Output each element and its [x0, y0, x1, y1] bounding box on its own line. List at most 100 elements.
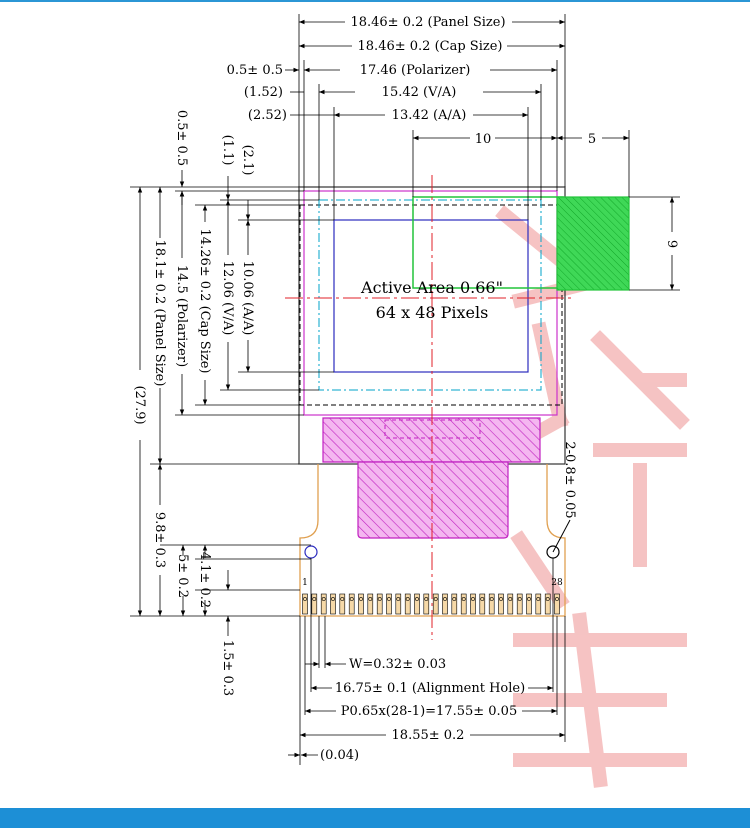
alignment-hole-leader: [552, 519, 571, 553]
dim-aa-offset: (2.52): [248, 108, 287, 123]
dim-aa-width: 13.42 (A/A): [392, 108, 467, 123]
pin-16: [442, 593, 448, 615]
green-hatched-zone: [556, 196, 630, 291]
pin-via-5: [340, 597, 345, 601]
pin-via-21: [489, 597, 494, 601]
pin-via-15: [433, 597, 438, 601]
active-area-label: Active Area 0.66": [360, 278, 503, 297]
cap-outline: [299, 204, 563, 406]
pin-20: [479, 593, 486, 615]
polarizer-outline: [303, 190, 558, 416]
pin-via-18: [461, 597, 466, 601]
pin-via-7: [359, 597, 363, 601]
pin-via-8: [368, 597, 373, 601]
active-area-outline: [333, 219, 529, 373]
dim-left-polarizer-offset: 0.5± 0.5: [174, 110, 189, 166]
pin-17: [451, 593, 458, 615]
dim-green-offset: 10: [475, 132, 492, 147]
pin-via-9: [377, 597, 382, 601]
dim-pin-width: W=0.32± 0.03: [349, 657, 446, 672]
dim-edge-offset: (0.04): [320, 748, 359, 763]
pin-row: [302, 593, 560, 615]
pin-2: [311, 593, 318, 615]
dim-left-pin-length: 1.5± 0.3: [220, 640, 235, 696]
pin-via-11: [396, 597, 401, 601]
dim-left-fpc: 9.8± 0.3: [152, 512, 167, 568]
dim-cap-width: 18.46± 0.2 (Cap Size): [358, 39, 503, 54]
bottom-dimension-lines: [288, 558, 566, 765]
pin-22: [498, 593, 504, 615]
top-dimensions: [285, 14, 630, 220]
fpc-window: [384, 419, 481, 439]
dim-left-polarizer: 14.5 (Polarizer): [174, 265, 189, 367]
dim-left-hole-height: 4.1± 0.2: [197, 552, 212, 608]
pin-19: [470, 593, 476, 615]
pin-via-10: [387, 597, 391, 601]
pin-via-4: [331, 597, 335, 601]
dim-left-aa-offset: (2.1): [240, 145, 255, 176]
dim-left-va-offset: (1.1): [220, 135, 235, 166]
pin-7: [358, 593, 364, 615]
dim-green-width: 5: [588, 132, 596, 147]
pin-4: [330, 593, 336, 615]
alignment-hole-left: [304, 545, 318, 559]
pin-24: [516, 593, 523, 615]
pin-25: [526, 593, 532, 615]
dim-alignment-hole-spacing: 16.75± 0.1 (Alignment Hole): [335, 681, 525, 696]
pin-13: [414, 593, 420, 615]
pin-via-24: [517, 597, 522, 601]
dim-left-total: (27.9): [132, 385, 147, 424]
pin-5: [339, 593, 346, 615]
pin-via-20: [480, 597, 485, 601]
pin-via-25: [527, 597, 531, 601]
header-rule: [0, 0, 750, 2]
pin-21: [488, 593, 495, 615]
pin-3: [320, 593, 327, 615]
pin-via-12: [405, 597, 410, 601]
dim-va-offset: (1.52): [244, 85, 283, 100]
pin-via-13: [415, 597, 419, 601]
dim-left-aa: 10.06 (A/A): [240, 261, 255, 336]
dim-alignment-hole-diameter: 2-0.8± 0.05: [562, 441, 577, 518]
pin-14: [423, 593, 430, 615]
pin-via-19: [471, 597, 475, 601]
pin-via-2: [312, 597, 317, 601]
dim-panel-width: 18.46± 0.2 (Panel Size): [350, 15, 505, 30]
dim-polarizer-width: 17.46 (Polarizer): [360, 63, 471, 78]
pin-via-3: [321, 597, 326, 601]
dim-green-height: 9: [664, 240, 679, 248]
pin-1: [302, 593, 308, 615]
dim-total-width: 18.55± 0.2: [392, 728, 465, 743]
pin-1-label: 1: [302, 578, 308, 588]
pin-via-16: [443, 597, 447, 601]
dim-left-hole-edge: 5± 0.2: [175, 554, 190, 598]
dim-left-cap: 14.26± 0.2 (Cap Size): [197, 229, 212, 374]
pin-18: [460, 593, 467, 615]
pin-via-23: [508, 597, 513, 601]
pin-via-14: [424, 597, 429, 601]
pin-28: [554, 593, 560, 615]
viewing-area-outline: [318, 199, 542, 391]
pin-6: [348, 593, 355, 615]
pixel-count-label: 64 x 48 Pixels: [376, 303, 489, 322]
pin-via-22: [499, 597, 503, 601]
pin-via-26: [536, 597, 541, 601]
pin-via-27: [545, 597, 550, 601]
pin-28-label: 28: [551, 578, 563, 588]
fpc-stiffener-bottom: [357, 461, 509, 539]
pin-12: [404, 593, 411, 615]
pin-via-6: [349, 597, 354, 601]
left-dimension-lines: [130, 170, 334, 636]
dim-left-panel: 18.1± 0.2 (Panel Size): [152, 240, 167, 387]
pin-8: [367, 593, 374, 615]
pin-23: [507, 593, 514, 615]
pin-10: [386, 593, 392, 615]
pin-via-1: [303, 597, 307, 601]
dim-left-va: 12.06 (V/A): [220, 261, 235, 336]
pin-15: [432, 593, 439, 615]
pin-11: [395, 593, 402, 615]
pin-9: [376, 593, 383, 615]
pin-via-28: [555, 597, 559, 601]
footer-bar: [0, 808, 750, 828]
